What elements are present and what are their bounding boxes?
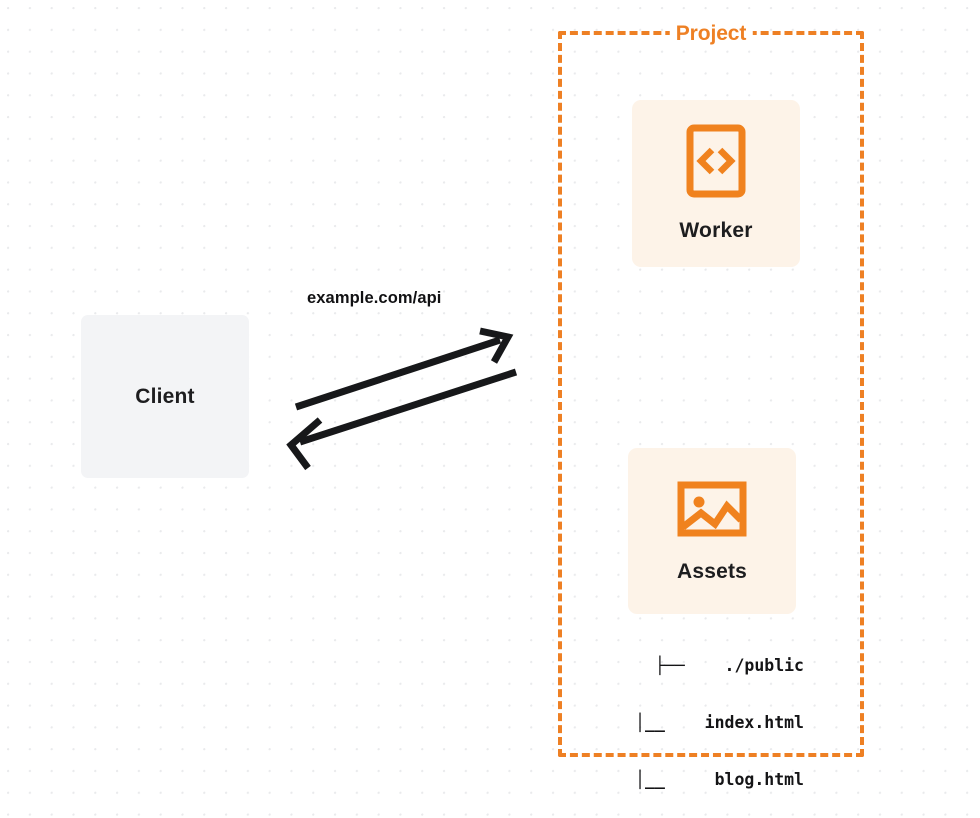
code-brackets-icon xyxy=(686,124,746,203)
connection-label: example.com/api xyxy=(307,289,442,307)
request-arrow-icon xyxy=(294,327,514,411)
project-title: Project xyxy=(669,22,753,46)
assets-file-tree: ├── ./public │__ index.html │__ blog.htm… xyxy=(536,618,804,818)
service-label-assets: Assets xyxy=(676,559,748,583)
service-card-assets[interactable]: Assets xyxy=(628,448,796,614)
response-arrow-icon xyxy=(286,368,518,471)
service-label-worker: Worker xyxy=(679,219,753,242)
file-tree-line: │__ blog.html xyxy=(605,770,804,789)
project-container: Project xyxy=(558,22,864,757)
file-tree-line: ├── ./public xyxy=(654,656,804,675)
client-node[interactable]: Client xyxy=(81,315,249,478)
client-label: Client xyxy=(135,384,195,408)
image-icon xyxy=(677,479,747,544)
service-card-worker[interactable]: Worker xyxy=(632,100,800,267)
file-tree-line: │__ index.html xyxy=(605,713,804,732)
